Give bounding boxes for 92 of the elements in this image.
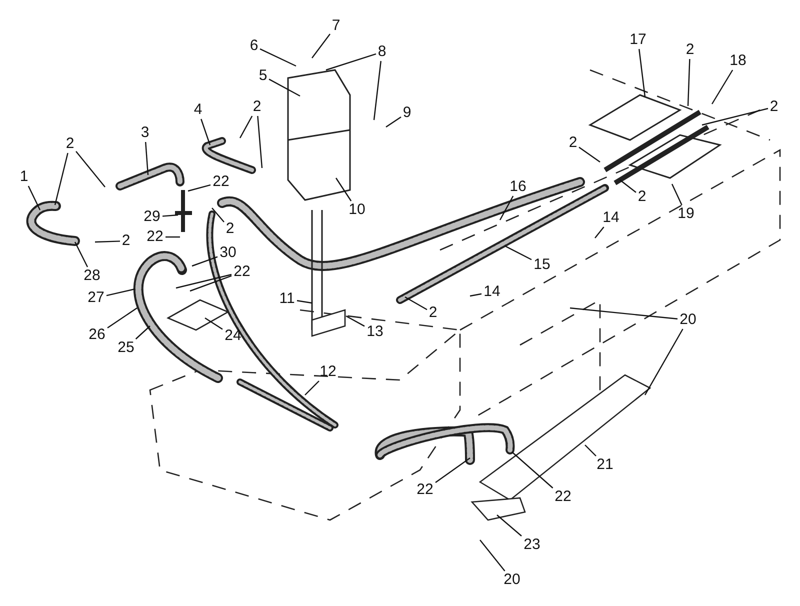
leader-line xyxy=(496,514,522,536)
leader-line xyxy=(145,142,149,176)
leader-line xyxy=(504,245,532,260)
callout-number: 28 xyxy=(84,268,100,284)
callout-number: 2 xyxy=(252,99,262,115)
leader-line xyxy=(620,180,636,193)
leader-line xyxy=(386,116,402,128)
leader-line xyxy=(435,458,470,483)
leader-line xyxy=(312,34,330,58)
callout-number: 18 xyxy=(730,53,746,69)
callout-number: 2 xyxy=(66,136,74,152)
callout-number: 21 xyxy=(596,457,614,473)
callout-number: 1 xyxy=(20,169,28,185)
leader-line xyxy=(584,444,596,456)
callout-number: 16 xyxy=(510,179,526,195)
callout-number: 10 xyxy=(348,202,366,218)
leader-line xyxy=(702,108,768,126)
callout-number: 2 xyxy=(770,99,778,115)
leader-line xyxy=(480,540,506,572)
callout-number: 4 xyxy=(194,102,202,118)
callout-number: 22 xyxy=(554,489,572,505)
leader-line xyxy=(204,318,223,330)
leader-line xyxy=(346,315,365,327)
leader-line xyxy=(166,236,180,238)
callout-number: 22 xyxy=(234,264,250,280)
callout-number: 19 xyxy=(678,206,694,222)
leader-line xyxy=(470,293,482,297)
callout-number: 8 xyxy=(378,44,386,60)
callout-number: 2 xyxy=(638,189,646,205)
callout-number: 24 xyxy=(224,328,242,344)
callout-number: 22 xyxy=(416,482,434,498)
leader-line xyxy=(268,78,300,97)
leader-line xyxy=(711,70,734,104)
callout-number: 12 xyxy=(320,364,336,380)
leader-line xyxy=(135,326,150,340)
callout-number: 6 xyxy=(250,38,258,54)
callout-number: 14 xyxy=(484,284,500,300)
callout-number: 2 xyxy=(122,233,130,249)
callout-number: 27 xyxy=(88,290,104,306)
leader-line xyxy=(404,296,428,310)
leader-line xyxy=(296,300,312,304)
callout-number: 2 xyxy=(686,42,694,58)
callout-number: 13 xyxy=(366,324,384,340)
leader-line xyxy=(512,452,554,488)
leader-line xyxy=(28,186,41,210)
leader-line xyxy=(94,240,120,243)
leader-line xyxy=(192,256,218,267)
leader-line xyxy=(304,380,320,396)
leader-line xyxy=(499,196,514,220)
callout-number: 20 xyxy=(680,312,696,328)
leader-line xyxy=(176,274,232,289)
leader-line xyxy=(570,307,678,320)
leader-line xyxy=(594,226,604,238)
callout-number: 29 xyxy=(144,209,160,225)
leader-line xyxy=(188,184,211,192)
leader-line xyxy=(76,151,106,188)
callout-number: 5 xyxy=(258,68,268,84)
leader-line xyxy=(200,118,211,146)
leader-line xyxy=(74,242,88,268)
leader-line xyxy=(190,275,232,292)
leader-line xyxy=(106,288,136,296)
callout-number: 25 xyxy=(118,340,134,356)
leader-line xyxy=(212,208,224,222)
leader-line xyxy=(326,53,376,71)
callout-number: 22 xyxy=(146,229,164,245)
leader-line xyxy=(257,116,263,168)
leader-line xyxy=(671,184,682,206)
leader-line xyxy=(107,308,138,328)
leader-line xyxy=(373,60,382,120)
leader-line xyxy=(260,48,296,67)
leader-line xyxy=(578,146,600,162)
leader-line xyxy=(239,116,253,138)
callout-number: 22 xyxy=(212,174,230,190)
callout-number: 14 xyxy=(602,210,620,226)
leader-line xyxy=(162,214,178,217)
leader-line xyxy=(54,152,68,206)
leader-line xyxy=(687,58,690,106)
callout-number: 9 xyxy=(402,105,412,121)
callout-number: 15 xyxy=(534,257,550,273)
leader-line xyxy=(644,328,684,396)
callout-number: 2 xyxy=(428,305,438,321)
callout-number: 2 xyxy=(568,135,578,151)
callout-number: 11 xyxy=(279,291,295,307)
callout-number: 2 xyxy=(226,221,234,237)
callout-number: 20 xyxy=(504,572,520,588)
callout-number: 7 xyxy=(332,18,340,34)
callout-number: 17 xyxy=(630,32,646,48)
leader-line xyxy=(638,48,646,98)
callout-number: 23 xyxy=(524,537,540,553)
callout-number: 26 xyxy=(88,327,106,343)
callout-number: 3 xyxy=(140,125,150,141)
callout-number: 30 xyxy=(220,245,236,261)
